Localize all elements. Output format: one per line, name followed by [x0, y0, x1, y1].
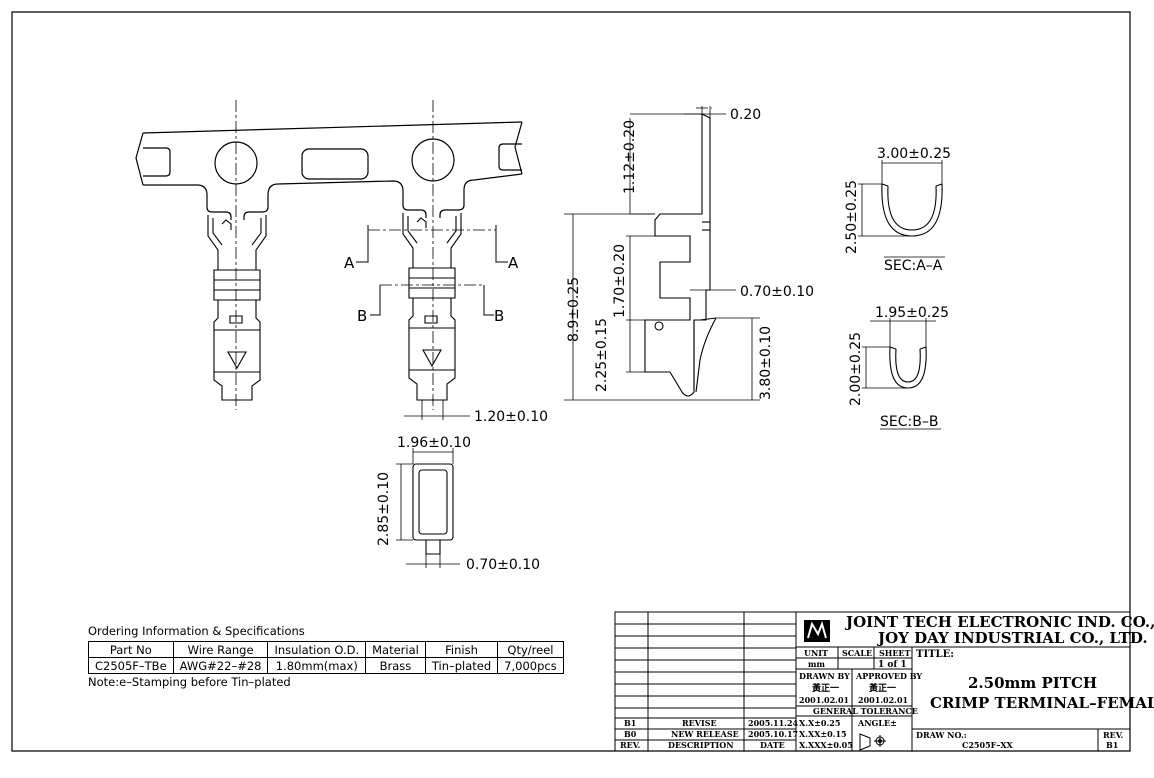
- dim-top-width-label: 1.96±0.10: [397, 435, 471, 451]
- tolerance-2: X.XX±0.15: [799, 729, 847, 739]
- general-tolerance: GENERAL TOLERANCE: [813, 706, 918, 716]
- ordering-table: Part No Wire Range Insulation O.D. Mater…: [88, 641, 564, 674]
- cell-wire-range: AWG#22–#28: [172, 657, 269, 674]
- unit-label: UNIT: [804, 648, 828, 658]
- revision-rev: B0: [624, 729, 637, 739]
- dim-crimp-len-label: 2.25±0.15: [594, 318, 610, 392]
- section-a-dims: [858, 160, 945, 257]
- side-view-dims: [564, 106, 760, 400]
- title-label: TITLE:: [916, 649, 954, 660]
- drawing-border: [12, 12, 1130, 751]
- section-b-shape: [890, 347, 926, 388]
- rev-value: B1: [1106, 740, 1118, 750]
- dim-thickness-label: 0.20: [730, 107, 761, 123]
- dim-sec-b-height-label: 2.00±0.25: [848, 332, 864, 406]
- title-line-1: 2.50mm PITCH: [968, 674, 1097, 692]
- scale-label: SCALE: [842, 648, 872, 658]
- end-view-dims: [396, 448, 460, 568]
- section-b-caption: SEC:B–B: [880, 414, 938, 430]
- revision-rev: B1: [624, 718, 636, 728]
- header-finish: Finish: [424, 641, 499, 658]
- revision-date: 2005.11.24: [748, 718, 799, 728]
- cell-qty: 7,000pcs: [497, 657, 564, 674]
- company-name-1: JOINT TECH ELECTRONIC IND. CO., LTD.: [844, 613, 1154, 631]
- carrier-strip: [136, 122, 522, 220]
- sheet-value: 1 of 1: [878, 660, 907, 670]
- side-view: [645, 114, 716, 396]
- dim-sec-b-width-label: 1.95±0.25: [875, 305, 949, 321]
- section-a-caption: SEC:A–A: [884, 258, 943, 274]
- draw-no-value: C2505F–XX: [962, 740, 1014, 750]
- section-b-dims: [862, 318, 941, 429]
- draw-no-label: DRAW NO.:: [916, 730, 967, 740]
- revision-desc: REVISE: [682, 718, 717, 728]
- dim-top-tail-label: 0.70±0.10: [466, 557, 540, 573]
- approved-date: 2001.02.01: [858, 695, 908, 705]
- dim-contact-len-label: 1.70±0.20: [612, 244, 628, 318]
- table-header-row: Part No Wire Range Insulation O.D. Mater…: [88, 641, 564, 658]
- dim-sec-a-height-label: 2.50±0.25: [844, 180, 860, 254]
- section-a-shape: [882, 184, 942, 236]
- angle-label: ANGLE±: [857, 718, 897, 728]
- header-wire-range: Wire Range: [172, 641, 269, 658]
- terminal-front-right: [403, 213, 461, 400]
- sheet-label: SHEET: [879, 648, 911, 658]
- header-insulation: Insulation O.D.: [267, 641, 367, 658]
- unit-value: mm: [808, 659, 825, 669]
- cell-insulation: 1.80mm(max): [267, 657, 367, 674]
- revision-header-rev: REV.: [620, 740, 641, 750]
- header-material: Material: [365, 641, 426, 658]
- table-row: C2505F–TBe AWG#22–#28 1.80mm(max) Brass …: [88, 657, 564, 674]
- cell-part-no: C2505F–TBe: [88, 657, 174, 674]
- drawn-by-name: 黃正一: [811, 682, 839, 694]
- section-a-right-label: A: [508, 254, 519, 272]
- ordering-info: Ordering Information & Specifications Pa…: [88, 624, 564, 689]
- dim-width-bottom-label: 1.20±0.10: [474, 409, 548, 425]
- company-logo: [804, 620, 830, 642]
- terminal-front-left: [208, 215, 266, 400]
- cell-finish: Tin–plated: [424, 657, 499, 674]
- dim-overall-length-label: 8.9±0.25: [566, 277, 582, 342]
- approved-by-name: 黃正一: [868, 682, 896, 694]
- section-markers: [356, 225, 508, 315]
- drawn-by-label: DRAWN BY: [799, 671, 850, 681]
- dim-width-bottom: [404, 400, 470, 420]
- header-part-no: Part No: [88, 641, 174, 658]
- drawn-date: 2001.02.01: [799, 695, 849, 705]
- ordering-note: Note:e–Stamping before Tin–plated: [88, 675, 291, 689]
- header-qty: Qty/reel: [497, 641, 564, 658]
- title-block-grid: [615, 612, 1130, 751]
- rev-label: REV.: [1103, 730, 1124, 740]
- dim-sec-a-width-label: 3.00±0.25: [877, 146, 951, 162]
- dim-contact-gap-label: 0.70±0.10: [740, 284, 814, 300]
- revision-desc: NEW RELEASE: [671, 729, 739, 739]
- revision-date: 2005.10.17: [748, 729, 798, 739]
- section-b-right-label: B: [494, 307, 504, 325]
- projection-symbol-icon: [860, 734, 886, 750]
- cell-material: Brass: [365, 657, 426, 674]
- section-a-left-label: A: [344, 254, 355, 272]
- revision-header-desc: DESCRIPTION: [668, 740, 734, 750]
- dim-tab-height-label: 1.12±0.20: [622, 120, 638, 194]
- section-b-left-label: B: [357, 307, 367, 325]
- revision-header-date: DATE: [760, 740, 785, 750]
- end-view: [413, 464, 453, 554]
- tolerance-1: X.X±0.25: [799, 718, 840, 728]
- dim-crimp-height-label: 3.80±0.10: [758, 326, 774, 400]
- ordering-title: Ordering Information & Specifications: [88, 624, 305, 638]
- dim-top-height-label: 2.85±0.10: [376, 472, 392, 546]
- title-line-2: CRIMP TERMINAL–FEMALE: [930, 694, 1154, 712]
- approved-by-label: APPROVED BY: [855, 671, 922, 681]
- center-lines: [236, 100, 712, 410]
- company-name-2: JOY DAY INDUSTRIAL CO., LTD.: [876, 629, 1148, 647]
- tolerance-3: X.XXX±0.05: [799, 740, 853, 750]
